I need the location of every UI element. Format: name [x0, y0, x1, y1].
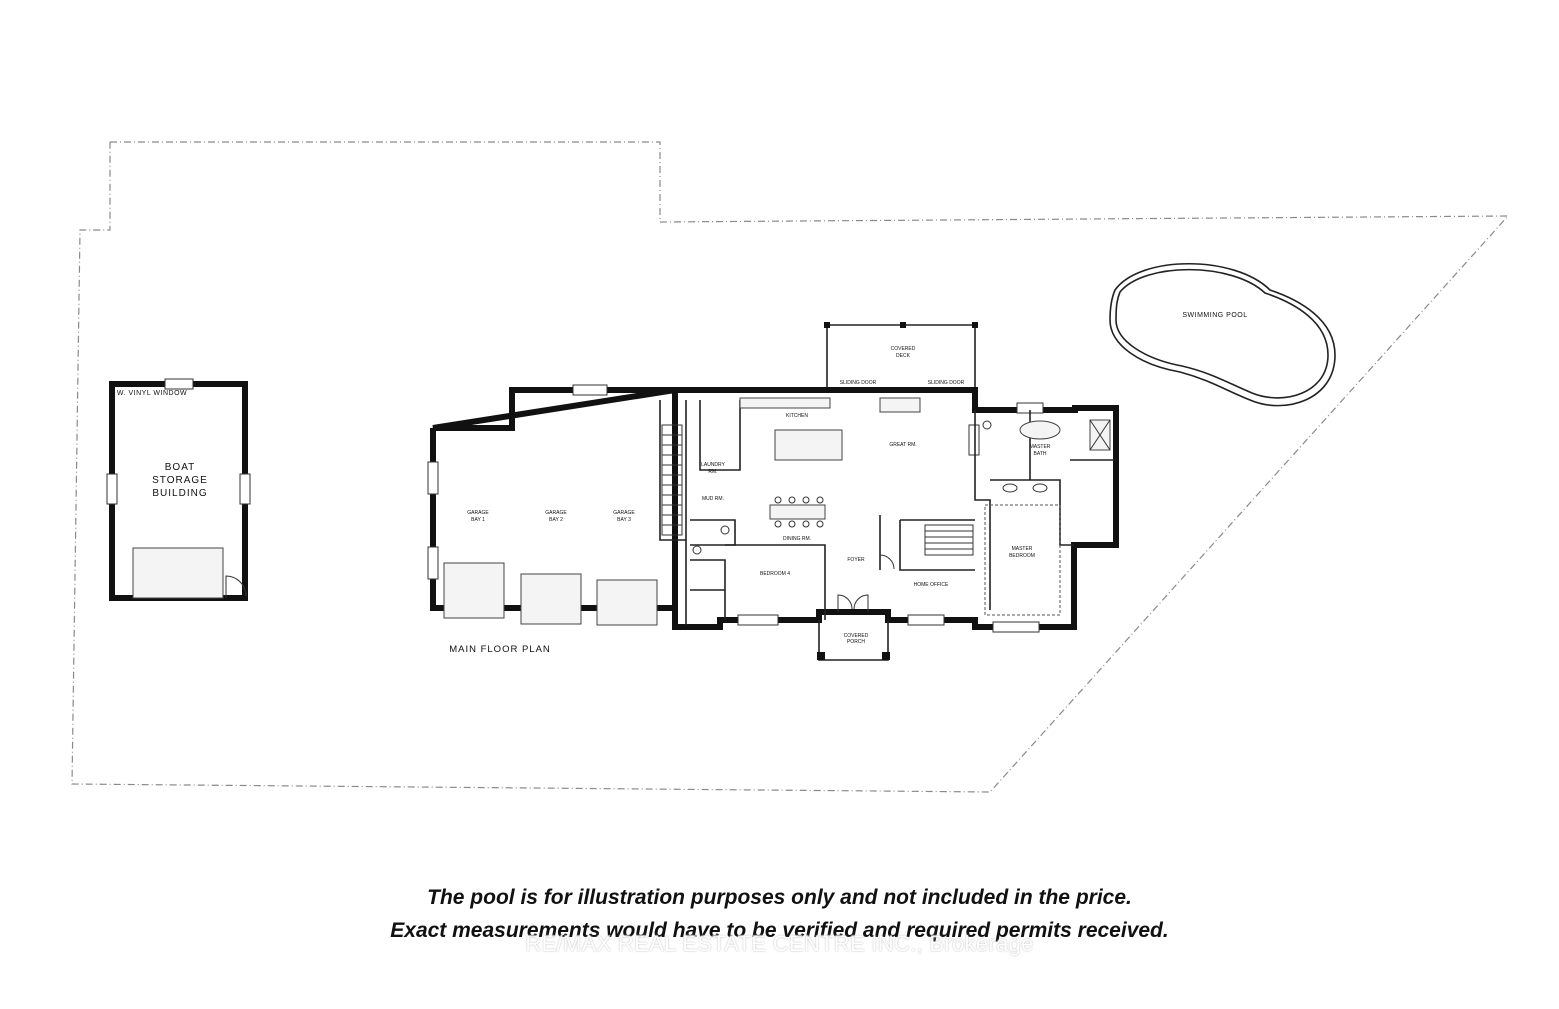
master-bath-label-1: MASTER: [1030, 444, 1051, 450]
covered-deck-label-2: DECK: [896, 353, 911, 359]
disclaimer-line-2: Exact measurements would have to be veri…: [390, 919, 1169, 942]
main-floor-plan-title: MAIN FLOOR PLAN: [449, 644, 551, 655]
mud-rm-label: MUD RM.: [702, 496, 724, 502]
kitchen-island: [774, 429, 843, 461]
bathtub: [1019, 420, 1061, 440]
great-rm-label: GREAT RM.: [889, 442, 916, 448]
covered-porch-label-2: PORCH: [847, 639, 865, 645]
dining-table: [769, 504, 826, 520]
covered-deck-label-1: COVERED: [891, 346, 916, 352]
brokerage-watermark: RE/MAX REAL ESTATE CENTRE INC., Brokerag…: [525, 931, 1034, 956]
sliding-door-right-label: SLIDING DOOR: [928, 380, 965, 386]
swimming-pool-label: SWIMMING POOL: [1182, 312, 1247, 319]
boat-storage-label-1: BOAT: [165, 462, 195, 473]
garage-bay-1-label-1: GARAGE: [467, 510, 489, 516]
laundry-label-1: LAUNDRY: [701, 462, 725, 468]
master-bedroom-label-1: MASTER: [1012, 546, 1033, 552]
svg-text:W. VINYL WINDOW: W. VINYL WINDOW: [117, 390, 187, 397]
covered-porch-label-1: COVERED: [844, 633, 869, 639]
garage-bay-2-label-2: BAY 2: [549, 517, 563, 523]
garage-bay-1-label-2: BAY 1: [471, 517, 485, 523]
property-lot-line: [71, 141, 1510, 793]
boat-storage-label-3: BUILDING: [152, 488, 207, 499]
garage-bay-3-label-2: BAY 3: [617, 517, 631, 523]
foyer-label: FOYER: [847, 557, 865, 563]
disclaimer-line-1: The pool is for illustration purposes on…: [427, 886, 1132, 909]
bedroom-4-label: BEDROOM 4: [760, 571, 790, 577]
home-office-label: HOME OFFICE: [914, 582, 949, 588]
laundry-label-2: RM.: [708, 469, 717, 475]
boat-storage-label-2: STORAGE: [152, 475, 208, 486]
kitchen-label: KITCHEN: [786, 413, 808, 419]
dining-rm-label: DINING RM.: [783, 536, 811, 542]
sliding-door-left-label: SLIDING DOOR: [840, 380, 877, 386]
covered-deck: COVERED DECK SLIDING DOOR SLIDING DOOR: [824, 322, 978, 387]
master-bath-label-2: BATH: [1034, 451, 1047, 457]
stairs: [661, 424, 974, 556]
boat-storage-building: W. VINYL WINDOW BOAT STORAGE BUILDING: [106, 378, 251, 601]
main-house: GARAGE BAY 1 GARAGE BAY 2 GARAGE BAY 3 K…: [427, 384, 1119, 661]
swimming-pool: SWIMMING POOL: [1109, 262, 1336, 407]
garage-bay-2-label-1: GARAGE: [545, 510, 567, 516]
master-bedroom-label-2: BEDROOM: [1009, 553, 1035, 559]
garage-bay-3-label-1: GARAGE: [613, 510, 635, 516]
